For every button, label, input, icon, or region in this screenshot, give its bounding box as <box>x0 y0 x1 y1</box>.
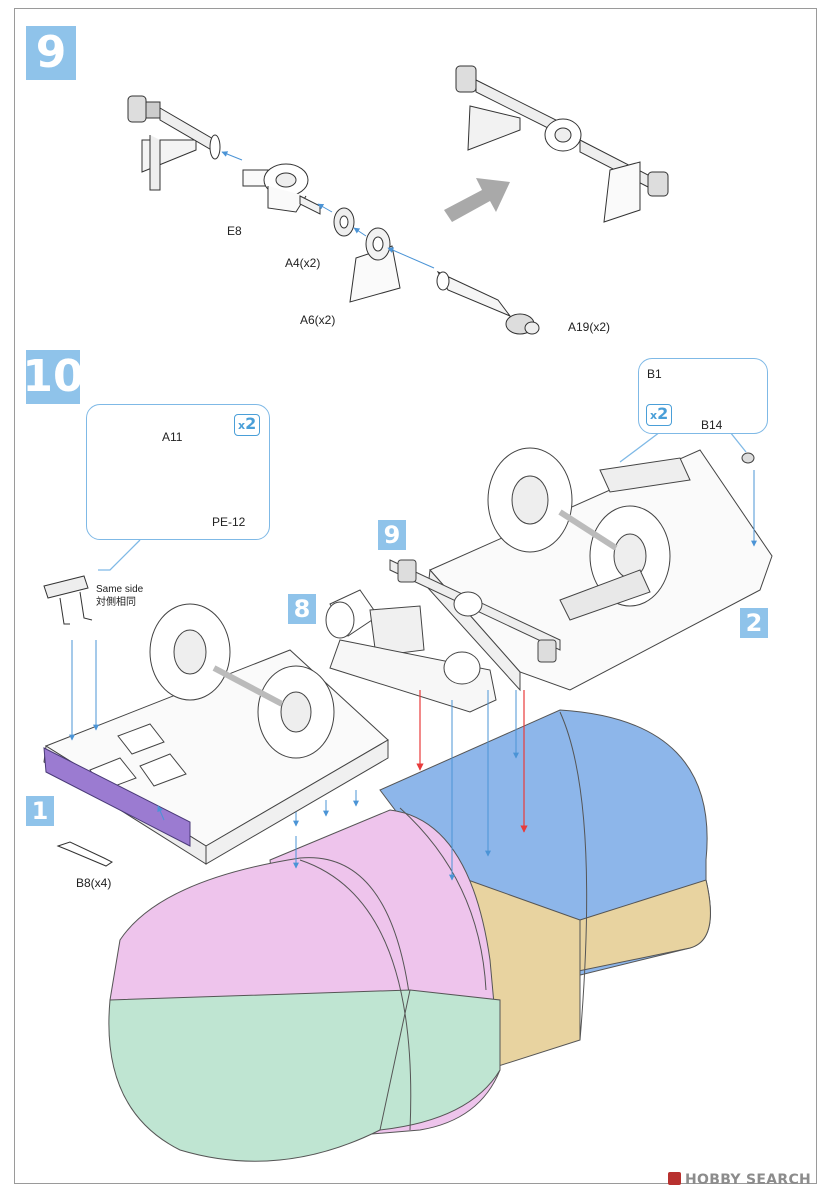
step10-callout-leader <box>98 431 747 571</box>
axle-and-motor-drawing <box>325 559 561 713</box>
b8-part-drawing <box>56 841 113 867</box>
step-9-number: 9 <box>26 26 76 80</box>
hobby-search-watermark: HOBBY SEARCH <box>668 1172 811 1188</box>
watermark-text: HOBBY SEARCH <box>685 1172 812 1188</box>
part-label-a6: A6(x2) <box>300 313 336 327</box>
quantity-x2-badge-a11: x2 <box>234 414 261 436</box>
quantity-a11-value: 2 <box>245 414 257 433</box>
same-side-note-cn: 対側相同 <box>96 597 136 608</box>
a11-on-chassis-drawing <box>43 575 93 625</box>
tank-drawing <box>108 709 711 1162</box>
subassembly-8-number: 8 <box>288 594 316 624</box>
quantity-x2-badge-b1: x2 <box>646 404 673 426</box>
step-10-number: 10 <box>22 350 84 404</box>
step9-blue-arrows <box>221 151 435 269</box>
part-label-b1: B1 <box>647 367 662 381</box>
same-side-note-en: Same side <box>96 584 144 595</box>
part-label-a19: A19(x2) <box>568 320 611 334</box>
part-label-pe12: PE-12 <box>212 515 246 529</box>
grey-assembly-arrow <box>444 178 510 222</box>
part-label-b14: B14 <box>701 418 723 432</box>
subassembly-1-number: 1 <box>26 796 54 826</box>
part-label-e8: E8 <box>227 224 242 238</box>
hobby-search-logo-icon <box>668 1172 681 1185</box>
right-chassis-drawing <box>427 447 773 692</box>
subassembly-2-number: 2 <box>740 608 768 638</box>
part-label-b8: B8(x4) <box>76 876 112 890</box>
page-border <box>14 8 817 1184</box>
part-label-a11: A11 <box>162 430 183 444</box>
part-label-a4: A4(x2) <box>285 256 321 270</box>
step10-blue-arrows <box>69 470 757 881</box>
purple-side-frame <box>43 747 191 847</box>
step10-red-arrows <box>416 690 528 833</box>
quantity-b1-value: 2 <box>657 404 669 423</box>
step9-parts-drawing <box>127 65 669 335</box>
subassembly-9-number: 9 <box>378 520 406 550</box>
